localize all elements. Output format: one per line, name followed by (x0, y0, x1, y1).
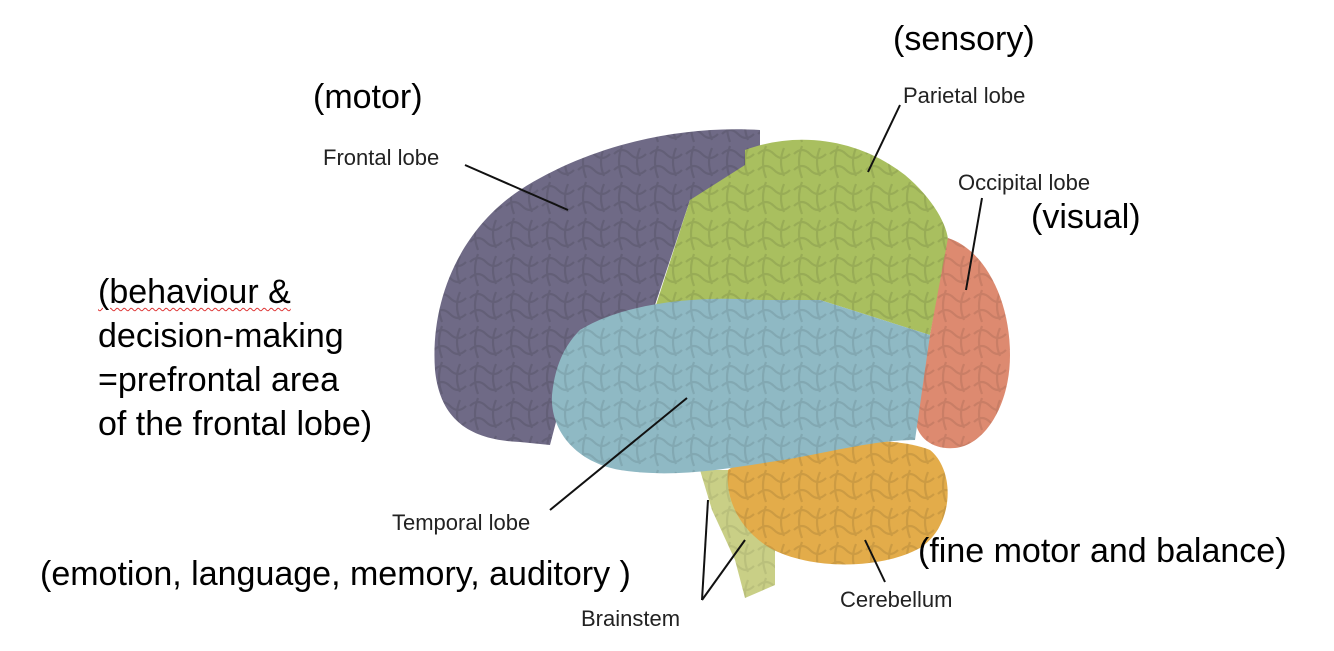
brainstem-leader-line-1 (701, 499, 709, 601)
parietal-leader-line (867, 104, 901, 173)
motor-annotation: (motor) (313, 78, 423, 116)
sensory-annotation: (sensory) (893, 20, 1035, 58)
temporal-leader-line (549, 397, 688, 511)
behaviour-annotation: (behaviour & decision-making =prefrontal… (98, 270, 372, 446)
temporal-functions-annotation: (emotion, language, memory, auditory ) (40, 555, 631, 593)
frontal-lobe-label: Frontal lobe (323, 145, 440, 170)
visual-annotation: (visual) (1031, 198, 1141, 236)
parietal-lobe-label: Parietal lobe (903, 83, 1026, 108)
leader-lines (464, 104, 983, 601)
behaviour-line-3: =prefrontal area (98, 361, 339, 399)
occipital-leader-line (965, 197, 983, 291)
brainstem-leader-line-2 (701, 539, 746, 601)
occipital-lobe-label: Occipital lobe (958, 170, 1091, 195)
behaviour-line-2: decision-making (98, 317, 344, 355)
behaviour-line-1: (behaviour & (98, 273, 291, 311)
temporal-lobe-label: Temporal lobe (392, 510, 531, 535)
brainstem-label: Brainstem (581, 606, 681, 631)
frontal-leader-line (464, 164, 569, 211)
cerebellum-label: Cerebellum (840, 587, 953, 612)
cerebellum-functions-annotation: (fine motor and balance) (918, 532, 1287, 570)
cerebellum-leader-line (864, 539, 886, 583)
behaviour-line-4: of the frontal lobe) (98, 405, 373, 443)
